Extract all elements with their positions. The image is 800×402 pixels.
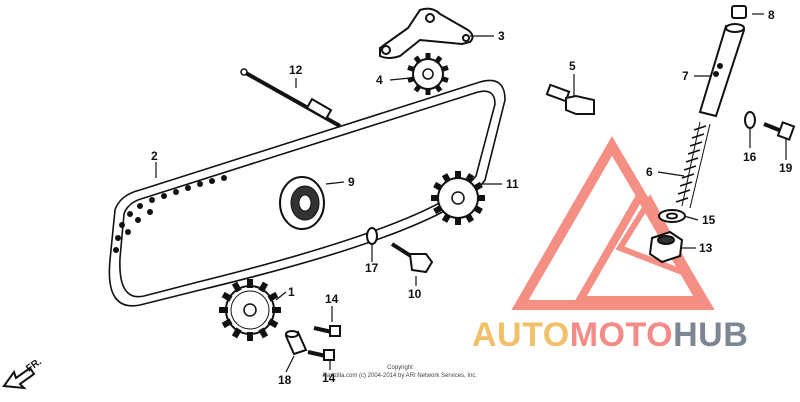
- callout-10: 10: [408, 287, 422, 301]
- callout-16: 16: [743, 150, 757, 164]
- guide-bracket-3: [379, 7, 474, 59]
- callout-19: 19: [779, 161, 793, 175]
- callout-11: 11: [506, 177, 519, 191]
- callout-1: 1: [288, 285, 295, 299]
- callout-13: 13: [699, 241, 713, 255]
- callout-17: 17: [365, 261, 379, 275]
- tensioner-roller-9: [279, 176, 325, 230]
- callout-14-a: 14: [325, 292, 339, 306]
- callout-15: 15: [702, 213, 716, 227]
- callout-8: 8: [768, 8, 775, 22]
- callout-2: 2: [151, 149, 158, 163]
- callout-18: 18: [278, 373, 292, 387]
- callout-5: 5: [569, 59, 576, 73]
- sprocket-11: [431, 171, 485, 225]
- tensioner-tube-7: [698, 23, 746, 118]
- spring-6: [675, 121, 711, 209]
- copyright-notice: Copyright Partzilla.com (c) 2004-2014 by…: [300, 364, 500, 380]
- watermark-part-moto: MOTO: [569, 316, 674, 354]
- pin-14-b: [307, 349, 335, 361]
- watermark-part-auto: AUTO: [472, 316, 570, 354]
- pin-14-a: [313, 325, 341, 337]
- watermark-logo-text: AUTOMOTOHUB: [472, 318, 748, 352]
- callout-12: 12: [289, 63, 303, 77]
- front-direction-arrow-icon: [2, 366, 36, 390]
- bolt-10: [390, 242, 434, 274]
- copyright-title: Copyright: [387, 365, 413, 371]
- cap-8: [731, 5, 747, 19]
- callout-14-b: 14: [322, 371, 336, 385]
- callout-6: 6: [646, 165, 653, 179]
- callout-7: 7: [682, 69, 689, 83]
- cam-sprocket-1: [219, 279, 281, 341]
- plug-13: [648, 230, 684, 264]
- callout-3: 3: [498, 29, 505, 43]
- collar-18: [284, 330, 308, 356]
- bolt-19: [763, 121, 796, 141]
- chain-links: [113, 175, 227, 253]
- callout-4: 4: [376, 73, 383, 87]
- bolt-5: [545, 83, 595, 115]
- shaft-12: [240, 68, 341, 128]
- watermark-part-hub: HUB: [673, 316, 749, 354]
- copyright-text: Partzilla.com (c) 2004-2014 by ARI Netwo…: [322, 373, 478, 379]
- callout-leaders: [155, 13, 787, 373]
- callout-9: 9: [348, 175, 355, 189]
